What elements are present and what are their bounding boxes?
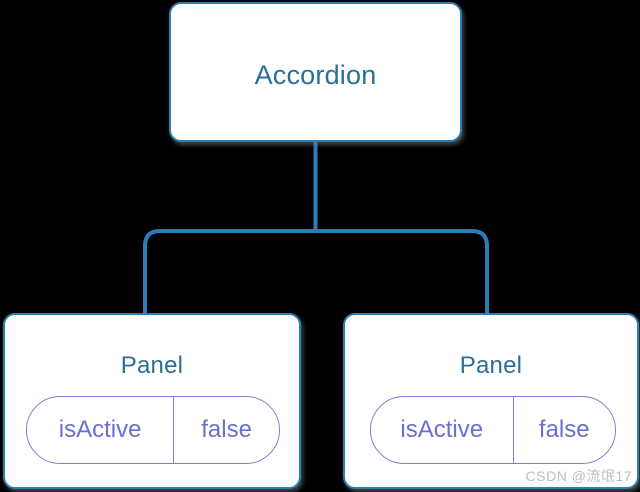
accordion-node[interactable]: Accordion <box>169 2 462 142</box>
panel-left-attribute-value: false <box>201 416 252 443</box>
accordion-node-title: Accordion <box>254 60 377 90</box>
connector-to-left-panel <box>143 229 316 314</box>
panel-node-left-title: Panel <box>120 352 184 379</box>
panel-right-attribute-key: isActive <box>371 397 514 463</box>
panel-node-left[interactable]: Panel isActive false <box>3 313 301 489</box>
csdn-watermark: CSDN @流氓17 <box>525 468 632 484</box>
panel-node-right-title: Panel <box>459 352 523 379</box>
panel-right-attribute-pill: isActive false <box>370 396 616 464</box>
panel-right-attribute-value: false <box>538 416 590 443</box>
panel-node-right[interactable]: Panel isActive false <box>343 313 639 489</box>
panel-left-attribute-key: isActive <box>27 397 175 463</box>
connector-to-right-panel <box>315 229 489 314</box>
panel-left-attribute-pill: isActive false <box>26 396 280 464</box>
